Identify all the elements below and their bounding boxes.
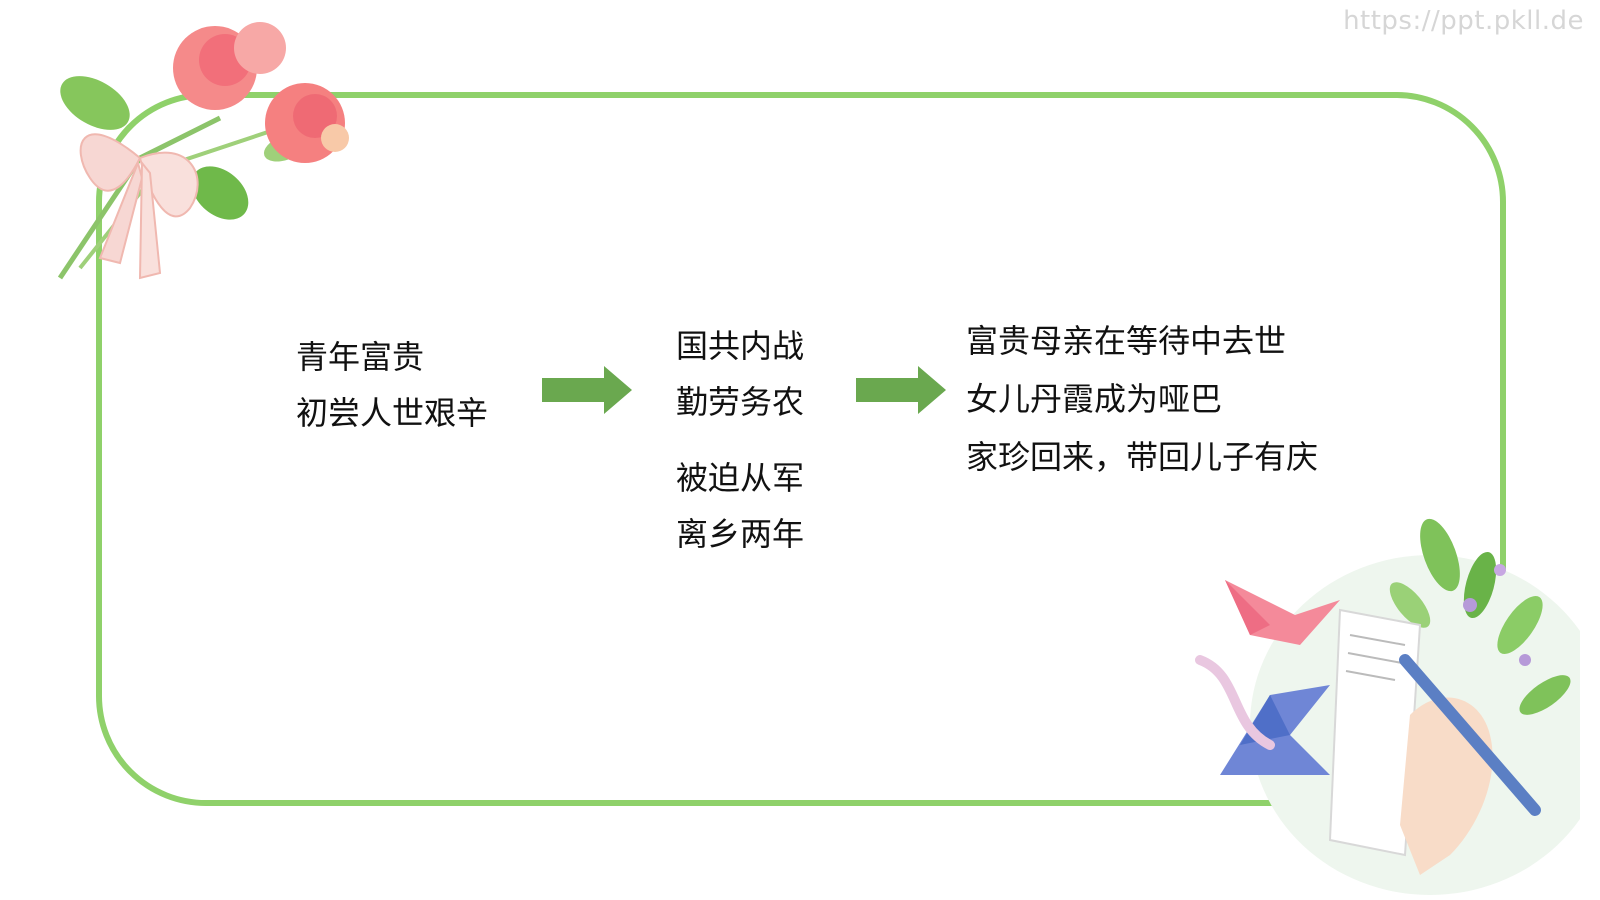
watermark: https://ppt.pkll.de	[1343, 6, 1584, 36]
stage-3-line-2: 女儿丹霞成为哑巴	[966, 380, 1223, 418]
rounded-frame	[96, 92, 1506, 806]
stage-2-line-1: 国共内战	[676, 327, 805, 365]
stage-1-line-2: 初尝人世艰辛	[296, 394, 489, 432]
right-arrow-icon	[542, 366, 632, 414]
stage-3-line-1: 富贵母亲在等待中去世	[966, 322, 1287, 360]
stage-3-text: 富贵母亲在等待中去世 女儿丹霞成为哑巴 家珍回来，带回儿子有庆	[966, 325, 1318, 473]
stage-3-line-3: 家珍回来，带回儿子有庆	[966, 438, 1319, 476]
stage-1-text: 青年富贵 初尝人世艰辛	[296, 341, 488, 429]
rose-bouquet-icon	[57, 22, 349, 280]
paper-cranes-letter-icon	[1195, 518, 1580, 895]
stage-2-group-1: 国共内战 勤劳务农	[676, 330, 804, 418]
stage-2-line-2: 勤劳务农	[676, 383, 805, 421]
stage-1-line-1: 青年富贵	[296, 338, 425, 376]
stage-2-line-4: 离乡两年	[676, 515, 805, 553]
stage-2-line-3: 被迫从军	[676, 459, 805, 497]
stage-2-group-2: 被迫从军 离乡两年	[676, 462, 804, 550]
right-arrow-icon	[856, 366, 946, 414]
